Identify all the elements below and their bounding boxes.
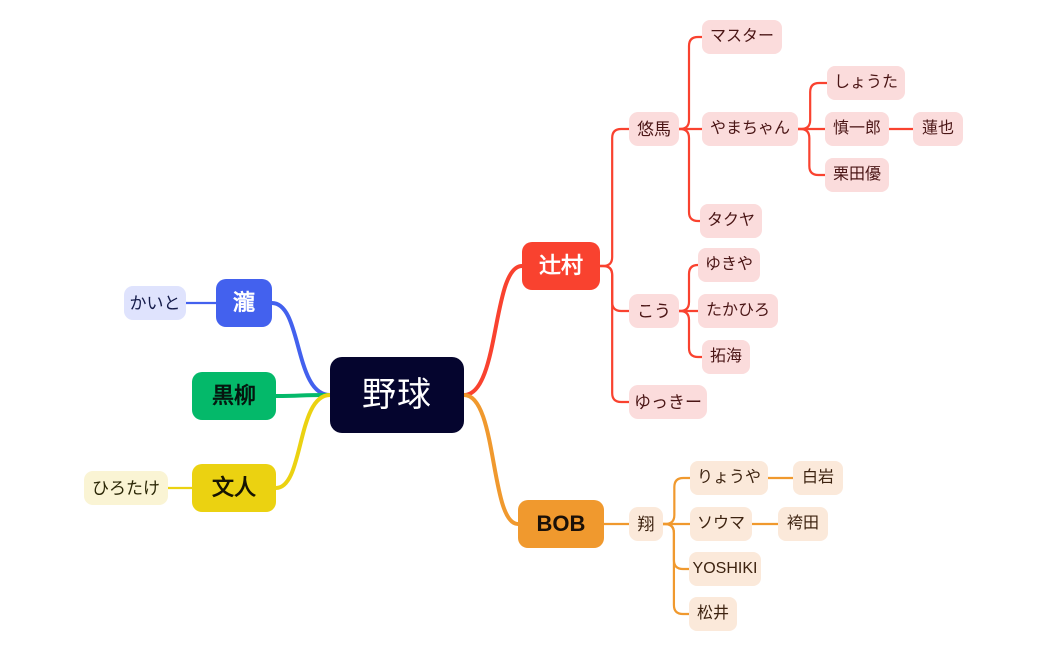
node-label-takahiro: たかひろ — [705, 302, 770, 319]
node-label-takumi: 拓海 — [709, 348, 742, 365]
connector — [274, 393, 332, 398]
node-label-tsujimura: 辻村 — [538, 253, 583, 278]
connector — [661, 476, 692, 526]
connector — [598, 264, 631, 404]
connector — [274, 393, 332, 490]
node-label-shouta: しょうた — [833, 74, 898, 91]
node-label-takuya: タクヤ — [706, 212, 755, 229]
mindmap-node-yukiya[interactable]: ゆきや — [698, 248, 760, 282]
mindmap-node-kaito[interactable]: かいと — [124, 286, 186, 320]
node-label-shinichiro: 慎一郎 — [832, 120, 881, 137]
mindmap-node-souma[interactable]: ソウマ — [690, 507, 752, 541]
mindmap-node-hakamada[interactable]: 袴田 — [778, 507, 828, 541]
connector — [677, 35, 704, 131]
connector — [796, 81, 829, 131]
node-label-fumito: 文人 — [211, 475, 256, 500]
connector — [462, 264, 524, 397]
node-label-kaito: かいと — [129, 293, 181, 313]
node-label-kou: こう — [637, 301, 671, 321]
mindmap-node-matsui[interactable]: 松井 — [689, 597, 737, 631]
mindmap-node-takahiro[interactable]: たかひろ — [698, 294, 778, 328]
node-label-yukiya: ゆきや — [704, 256, 753, 273]
mindmap-node-yuma[interactable]: 悠馬 — [629, 112, 679, 146]
node-label-kuritayu: 栗田優 — [832, 166, 881, 183]
connector — [661, 522, 691, 571]
mindmap-node-takuya[interactable]: タクヤ — [700, 204, 762, 238]
node-label-hakamada: 袴田 — [786, 515, 819, 532]
node-label-hirotake: ひろたけ — [92, 478, 160, 498]
node-label-souma: ソウマ — [696, 515, 745, 532]
mindmap-node-root[interactable]: 野球 — [330, 357, 464, 433]
mindmap-node-fumito[interactable]: 文人 — [192, 464, 276, 512]
connector — [270, 301, 332, 397]
mindmap-node-shinichiro[interactable]: 慎一郎 — [825, 112, 889, 146]
node-label-shiraiwa: 白岩 — [801, 469, 834, 486]
connector — [796, 127, 827, 177]
node-label-master: マスター — [709, 28, 774, 45]
mindmap-node-shiraiwa[interactable]: 白岩 — [793, 461, 843, 495]
connector — [598, 264, 631, 313]
node-label-yuma: 悠馬 — [637, 119, 671, 139]
mindmap-node-master[interactable]: マスター — [702, 20, 782, 54]
node-label-matsui: 松井 — [696, 605, 729, 622]
mindmap-node-kuritayu[interactable]: 栗田優 — [825, 158, 889, 192]
mindmap-node-taki[interactable]: 瀧 — [216, 279, 272, 327]
mindmap-node-yukkii[interactable]: ゆっきー — [629, 385, 707, 419]
mindmap-node-kuroyanagi[interactable]: 黒柳 — [192, 372, 276, 420]
node-label-hasuya: 蓮也 — [921, 120, 954, 137]
mindmap-node-yamachan[interactable]: やまちゃん — [702, 112, 798, 146]
node-label-yukkii: ゆっきー — [634, 392, 702, 412]
mindmap-node-shou[interactable]: 翔 — [629, 507, 663, 541]
node-label-root: 野球 — [362, 376, 432, 414]
mindmap-node-tsujimura[interactable]: 辻村 — [522, 242, 600, 290]
mindmap-node-bob[interactable]: BOB — [518, 500, 604, 548]
mindmap-node-hasuya[interactable]: 蓮也 — [913, 112, 963, 146]
mindmap-node-hirotake[interactable]: ひろたけ — [84, 471, 168, 505]
connector — [677, 127, 702, 223]
connector — [661, 522, 691, 616]
mindmap-node-takumi[interactable]: 拓海 — [702, 340, 750, 374]
node-label-yoshiki: YOSHIKI — [692, 560, 758, 577]
mindmap-node-ryouya[interactable]: りょうや — [690, 461, 768, 495]
connector — [462, 393, 520, 526]
node-label-shou: 翔 — [637, 514, 655, 534]
node-label-kuroyanagi: 黒柳 — [211, 383, 256, 408]
node-label-ryouya: りょうや — [696, 469, 761, 486]
connector — [598, 127, 631, 268]
connector — [677, 263, 700, 313]
node-label-bob: BOB — [536, 511, 586, 536]
mindmap-node-shouta[interactable]: しょうた — [827, 66, 905, 100]
mindmap-node-kou[interactable]: こう — [629, 294, 679, 328]
node-label-taki: 瀧 — [232, 290, 255, 315]
mindmap-node-yoshiki[interactable]: YOSHIKI — [689, 552, 761, 586]
node-label-yamachan: やまちゃん — [709, 120, 790, 137]
